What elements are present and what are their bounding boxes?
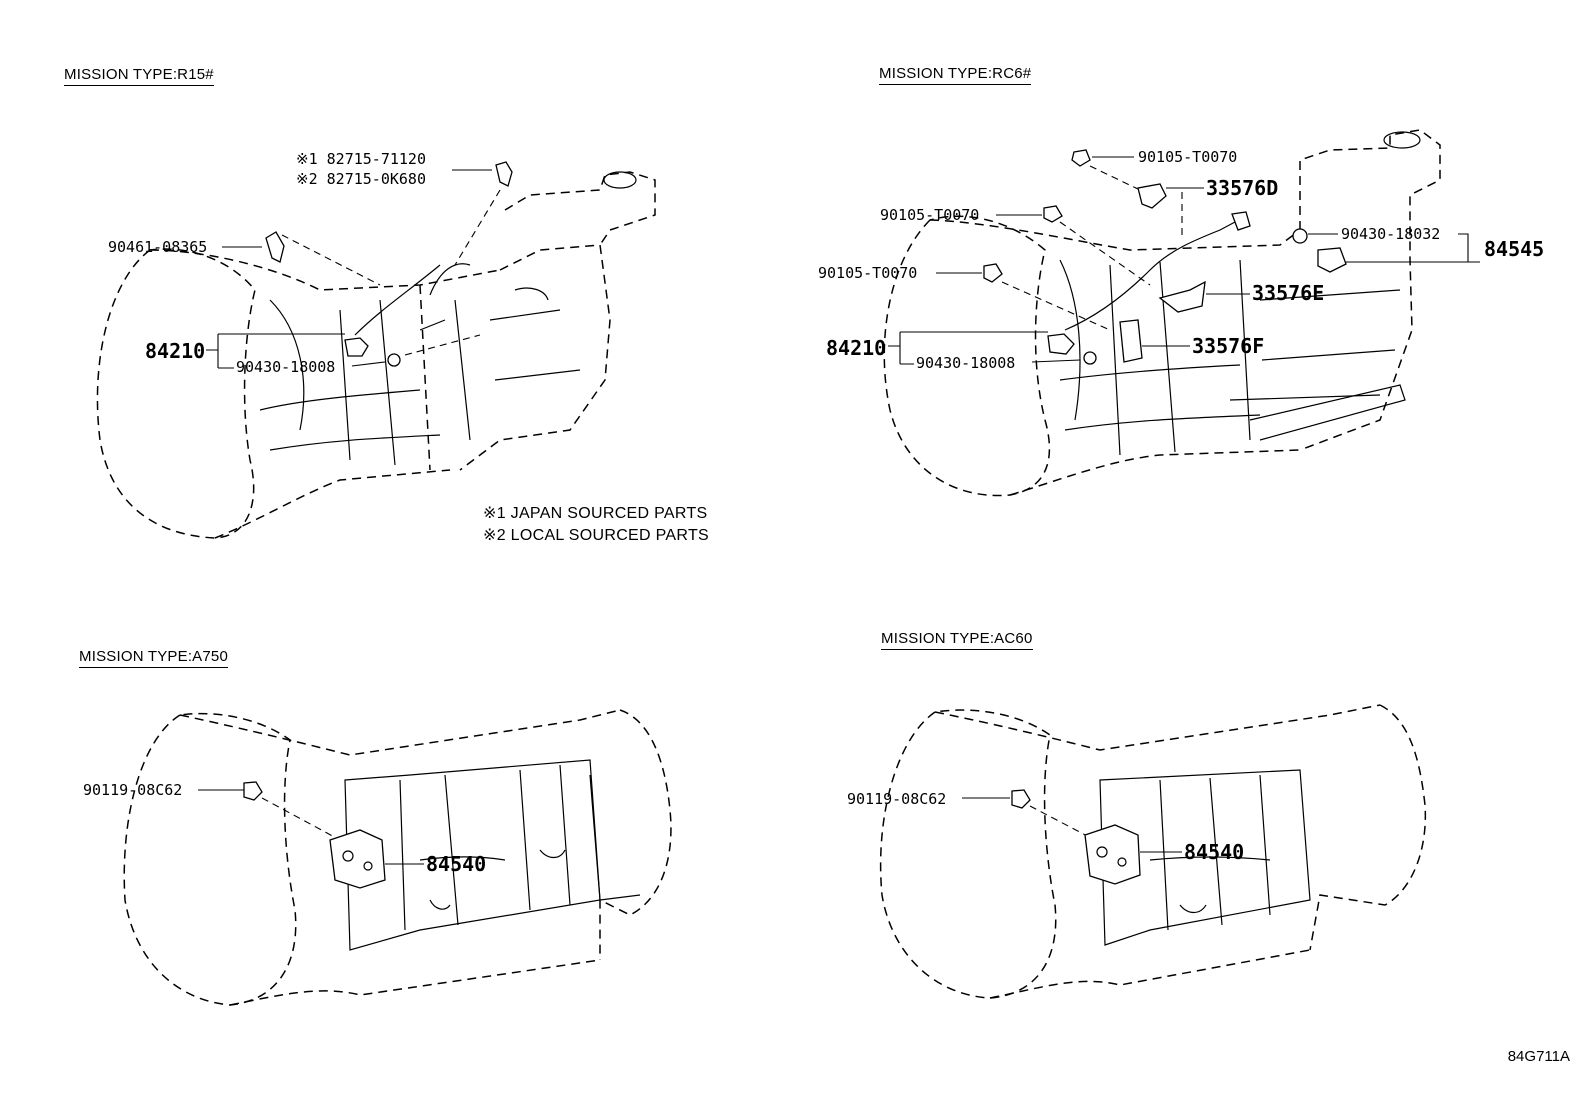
section-title-a750: MISSION TYPE:A750 [79, 648, 229, 668]
bolt-90105-c-part [983, 263, 1003, 283]
switch-84545-part [1317, 247, 1347, 273]
bracket-33576e-part [1158, 280, 1206, 313]
label-90105-t0070-b: 90105-T0070 [880, 206, 979, 224]
label-90105-t0070-a: 90105-T0070 [1138, 148, 1237, 166]
label-90430-18008-rc6: 90430-18008 [916, 354, 1015, 372]
bracket-33576f-part [1119, 319, 1143, 363]
r15-callouts: ※1 82715-71120 ※2 82715-0K680 90461-0836… [108, 150, 513, 376]
clamp-82715-part [495, 161, 513, 187]
connector-part [1231, 211, 1251, 231]
label-84540-ac60: 84540 [1184, 840, 1244, 864]
label-84210-rc6: 84210 [826, 336, 886, 360]
sensor-84210-r15-part [344, 337, 369, 357]
label-90105-t0070-c: 90105-T0070 [818, 264, 917, 282]
diagram-code: 84G711A [1507, 1048, 1570, 1065]
switch-84540-a750-part [329, 829, 386, 889]
label-82715-71120: ※1 82715-71120 [296, 150, 426, 168]
ac60-transmission [879, 704, 1427, 999]
label-84540-a750: 84540 [426, 852, 486, 876]
sensor-84210-rc6-part [1047, 333, 1075, 355]
bolt-90105-a-part [1071, 149, 1091, 167]
gasket-90430-r15-part [387, 353, 401, 367]
section-title-rc6: MISSION TYPE:RC6# [879, 65, 1032, 85]
r15-transmission [96, 171, 656, 539]
bolt-90119-a750-part [243, 781, 263, 801]
bracket-33576d-part [1137, 183, 1167, 209]
label-90119-08c62-ac60: 90119-08C62 [847, 790, 946, 808]
note-local-sourced: ※2 LOCAL SOURCED PARTS [483, 527, 709, 544]
note-japan-sourced: ※1 JAPAN SOURCED PARTS [483, 505, 708, 522]
ac60-callouts: 90119-08C62 84540 [847, 789, 1244, 885]
a750-callouts: 90119-08C62 84540 [83, 781, 486, 889]
label-33576f: 33576F [1192, 334, 1264, 358]
section-title-r15: MISSION TYPE:R15# [64, 66, 214, 86]
label-90119-08c62-a750: 90119-08C62 [83, 781, 182, 799]
label-33576d: 33576D [1206, 176, 1278, 200]
label-90461-08365: 90461-08365 [108, 238, 207, 256]
section-title-ac60: MISSION TYPE:AC60 [881, 630, 1033, 650]
switch-84540-ac60-part [1084, 824, 1141, 885]
clip-90461-part [265, 231, 285, 263]
label-33576e: 33576E [1252, 281, 1324, 305]
label-90430-18032: 90430-18032 [1341, 225, 1440, 243]
label-82715-0k680: ※2 82715-0K680 [296, 170, 426, 188]
label-84210-r15: 84210 [145, 339, 205, 363]
bolt-90105-b-part [1043, 205, 1063, 223]
label-90430-18008-r15: 90430-18008 [236, 358, 335, 376]
bolt-90119-ac60-part [1011, 789, 1031, 809]
gasket-90430-18032-part [1292, 228, 1308, 244]
label-84545: 84545 [1484, 237, 1544, 261]
a750-transmission [123, 709, 672, 1006]
rc6-transmission [883, 129, 1441, 497]
rc6-callouts: 90105-T0070 33576D 90105-T0070 90105-T00… [818, 148, 1544, 372]
gasket-90430-18008-rc6-part [1083, 351, 1097, 365]
